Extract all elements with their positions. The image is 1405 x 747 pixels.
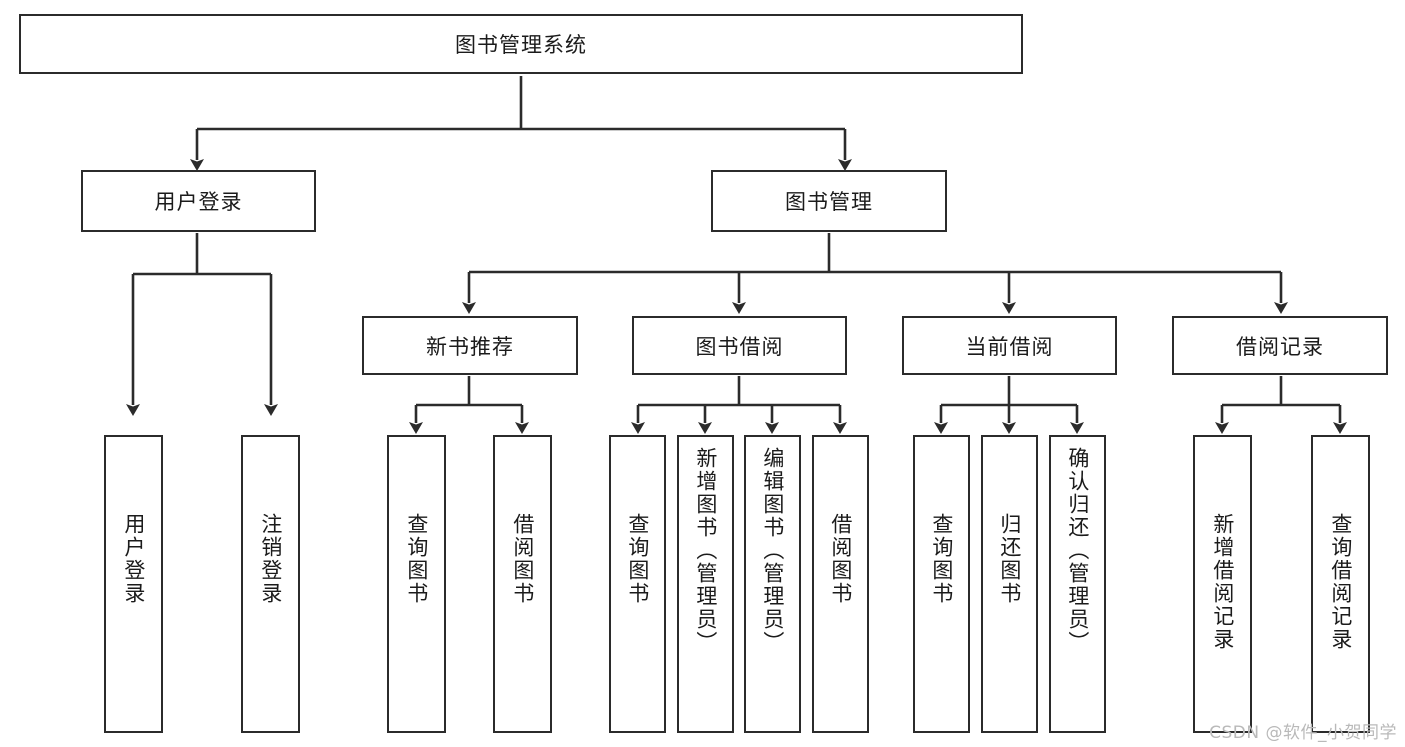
leaf-label: 查询图书: [929, 513, 954, 605]
leaf-label: 注销登录: [258, 513, 283, 605]
leaf-label: 用户登录: [121, 513, 146, 605]
leaf-borrow-add-book-admin[interactable]: 新增图书（管理员）: [677, 435, 734, 733]
leaf-borrow-query-book[interactable]: 查询图书: [609, 435, 666, 733]
node-label: 借阅记录: [1236, 334, 1324, 359]
leaf-logout[interactable]: 注销登录: [241, 435, 300, 733]
leaf-label: 确认归还（管理员）: [1065, 447, 1090, 654]
leaf-recommend-query-book[interactable]: 查询图书: [387, 435, 446, 733]
leaf-label: 借阅图书: [828, 513, 853, 605]
leaf-label: 新增图书（管理员）: [693, 447, 718, 654]
leaf-current-return-book[interactable]: 归还图书: [981, 435, 1038, 733]
node-label: 图书管理系统: [455, 33, 587, 57]
leaf-label: 查询图书: [404, 513, 429, 605]
node-root-system[interactable]: 图书管理系统: [19, 14, 1023, 74]
leaf-label: 归还图书: [997, 513, 1022, 605]
leaf-current-query-book[interactable]: 查询图书: [913, 435, 970, 733]
node-label: 图书借阅: [695, 334, 784, 359]
leaf-label: 查询图书: [625, 513, 650, 605]
leaf-recommend-borrow-book[interactable]: 借阅图书: [493, 435, 552, 733]
leaf-records-query-record[interactable]: 查询借阅记录: [1311, 435, 1370, 733]
node-book-management[interactable]: 图书管理: [711, 170, 947, 232]
leaf-label: 新增借阅记录: [1210, 513, 1235, 651]
node-label: 当前借阅: [965, 334, 1054, 359]
node-user-login[interactable]: 用户登录: [81, 170, 316, 232]
node-current-borrow[interactable]: 当前借阅: [902, 316, 1117, 375]
leaf-borrow-edit-book-admin[interactable]: 编辑图书（管理员）: [744, 435, 801, 733]
node-label: 新书推荐: [426, 334, 514, 359]
leaf-label: 编辑图书（管理员）: [760, 447, 785, 654]
node-borrow-records[interactable]: 借阅记录: [1172, 316, 1388, 375]
csdn-watermark: CSDN @软件_小贺同学: [1209, 723, 1397, 743]
leaf-records-add-record[interactable]: 新增借阅记录: [1193, 435, 1252, 733]
node-label: 图书管理: [785, 190, 873, 214]
leaf-label: 查询借阅记录: [1328, 513, 1353, 651]
leaf-current-confirm-return-admin[interactable]: 确认归还（管理员）: [1049, 435, 1106, 733]
node-new-book-recommend[interactable]: 新书推荐: [362, 316, 578, 375]
leaf-user-login[interactable]: 用户登录: [104, 435, 163, 733]
node-book-borrow[interactable]: 图书借阅: [632, 316, 847, 375]
leaf-label: 借阅图书: [510, 513, 535, 605]
leaf-borrow-borrow-book[interactable]: 借阅图书: [812, 435, 869, 733]
node-label: 用户登录: [154, 190, 243, 214]
